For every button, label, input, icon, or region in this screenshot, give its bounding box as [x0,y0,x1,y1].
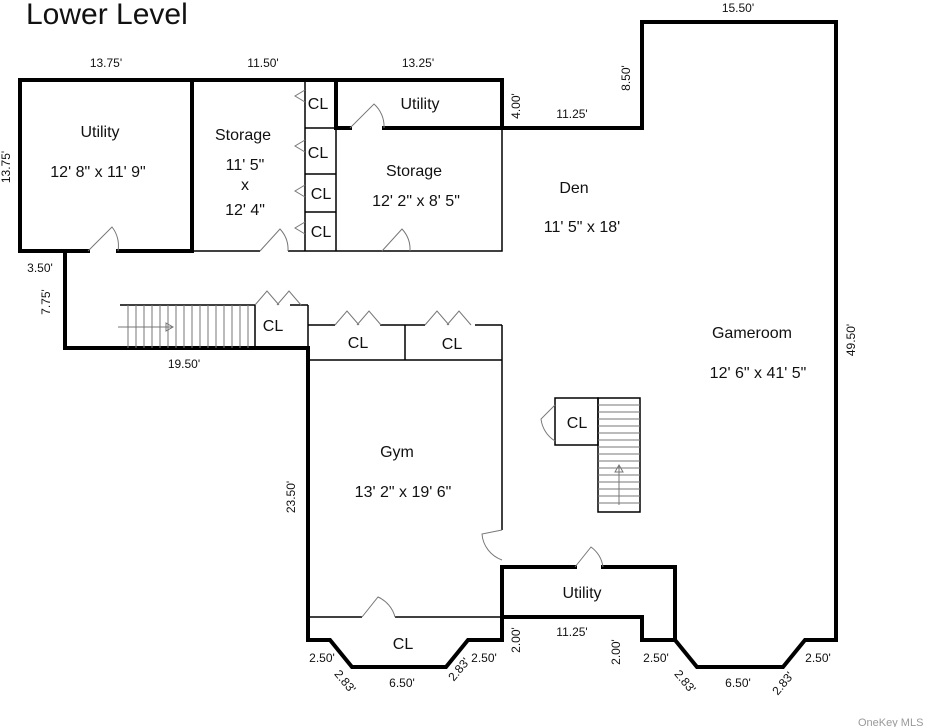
room-den-size: 11' 5" x 18' [544,219,620,236]
room-storage-size-a: 11' 5" [226,157,265,174]
closet-label: CL [308,96,329,113]
dim-label: 3.50' [27,261,53,275]
room-storage-size-b: 12' 4" [225,202,265,219]
dim-label: 2.00' [609,639,623,665]
closet-label: CL [263,318,284,335]
dim-label: 6.50' [725,676,751,690]
room-utility-size: 12' 8" x 11' 9" [50,164,145,181]
dim-label: 2.83' [445,655,472,684]
dim-label: 4.00' [509,93,523,119]
room-storage2-name: Storage [386,163,442,180]
room-storage2-size: 12' 2" x 8' 5" [372,193,460,210]
closet-label: CL [393,636,414,653]
doors [87,89,604,618]
room-utility2-name: Utility [400,96,439,113]
dim-label: 11.25' [556,107,587,121]
closet-label: CL [567,415,588,432]
floor-title: Lower Level [26,0,188,31]
dim-label: 23.50' [284,481,298,513]
room-gameroom-size: 12' 6" x 41' 5" [710,365,807,382]
dim-label: 2.83' [769,669,796,698]
closet-label: CL [308,145,329,162]
dim-label: 13.25' [402,56,434,70]
dim-label: 19.50' [168,357,200,371]
watermark: OneKey MLS [858,717,923,727]
dim-label: 13.75' [0,151,13,183]
dim-label: 11.25' [556,625,587,639]
room-utility-name: Utility [80,124,119,141]
room-utility3-name: Utility [562,585,601,602]
closet-label: CL [311,224,332,241]
dim-label: 8.50' [619,65,633,91]
dim-label: 2.00' [509,627,523,653]
room-gameroom-name: Gameroom [712,325,792,342]
dim-label: 2.50' [471,651,497,665]
dim-label: 2.83' [331,667,358,696]
stairs [118,305,640,505]
walls [18,20,838,669]
dim-label: 13.75' [90,56,122,70]
room-storage-name: Storage [215,127,271,144]
closet-label: CL [442,336,463,353]
dim-label: 49.50' [844,324,858,356]
room-gym-name: Gym [380,444,414,461]
closet-label: CL [348,335,369,352]
dim-label: 2.50' [805,651,831,665]
closets: CL CL CL CL CL CL CL CL CL [263,96,588,653]
dim-label: 2.50' [643,651,669,665]
dim-label: 6.50' [389,676,415,690]
closet-label: CL [311,186,332,203]
dim-label: 15.50' [722,1,754,15]
dimensions: 13.75' 11.50' 13.25' 13.75' 4.00' 11.25'… [0,1,858,698]
room-den-name: Den [559,180,588,197]
dim-label: 2.83' [671,667,698,696]
dim-label: 2.50' [309,651,335,665]
room-gym-size: 13' 2" x 19' 6" [355,484,452,501]
dim-label: 11.50' [247,56,278,70]
room-storage-size-x: x [241,177,249,194]
dim-label: 7.75' [39,289,53,315]
